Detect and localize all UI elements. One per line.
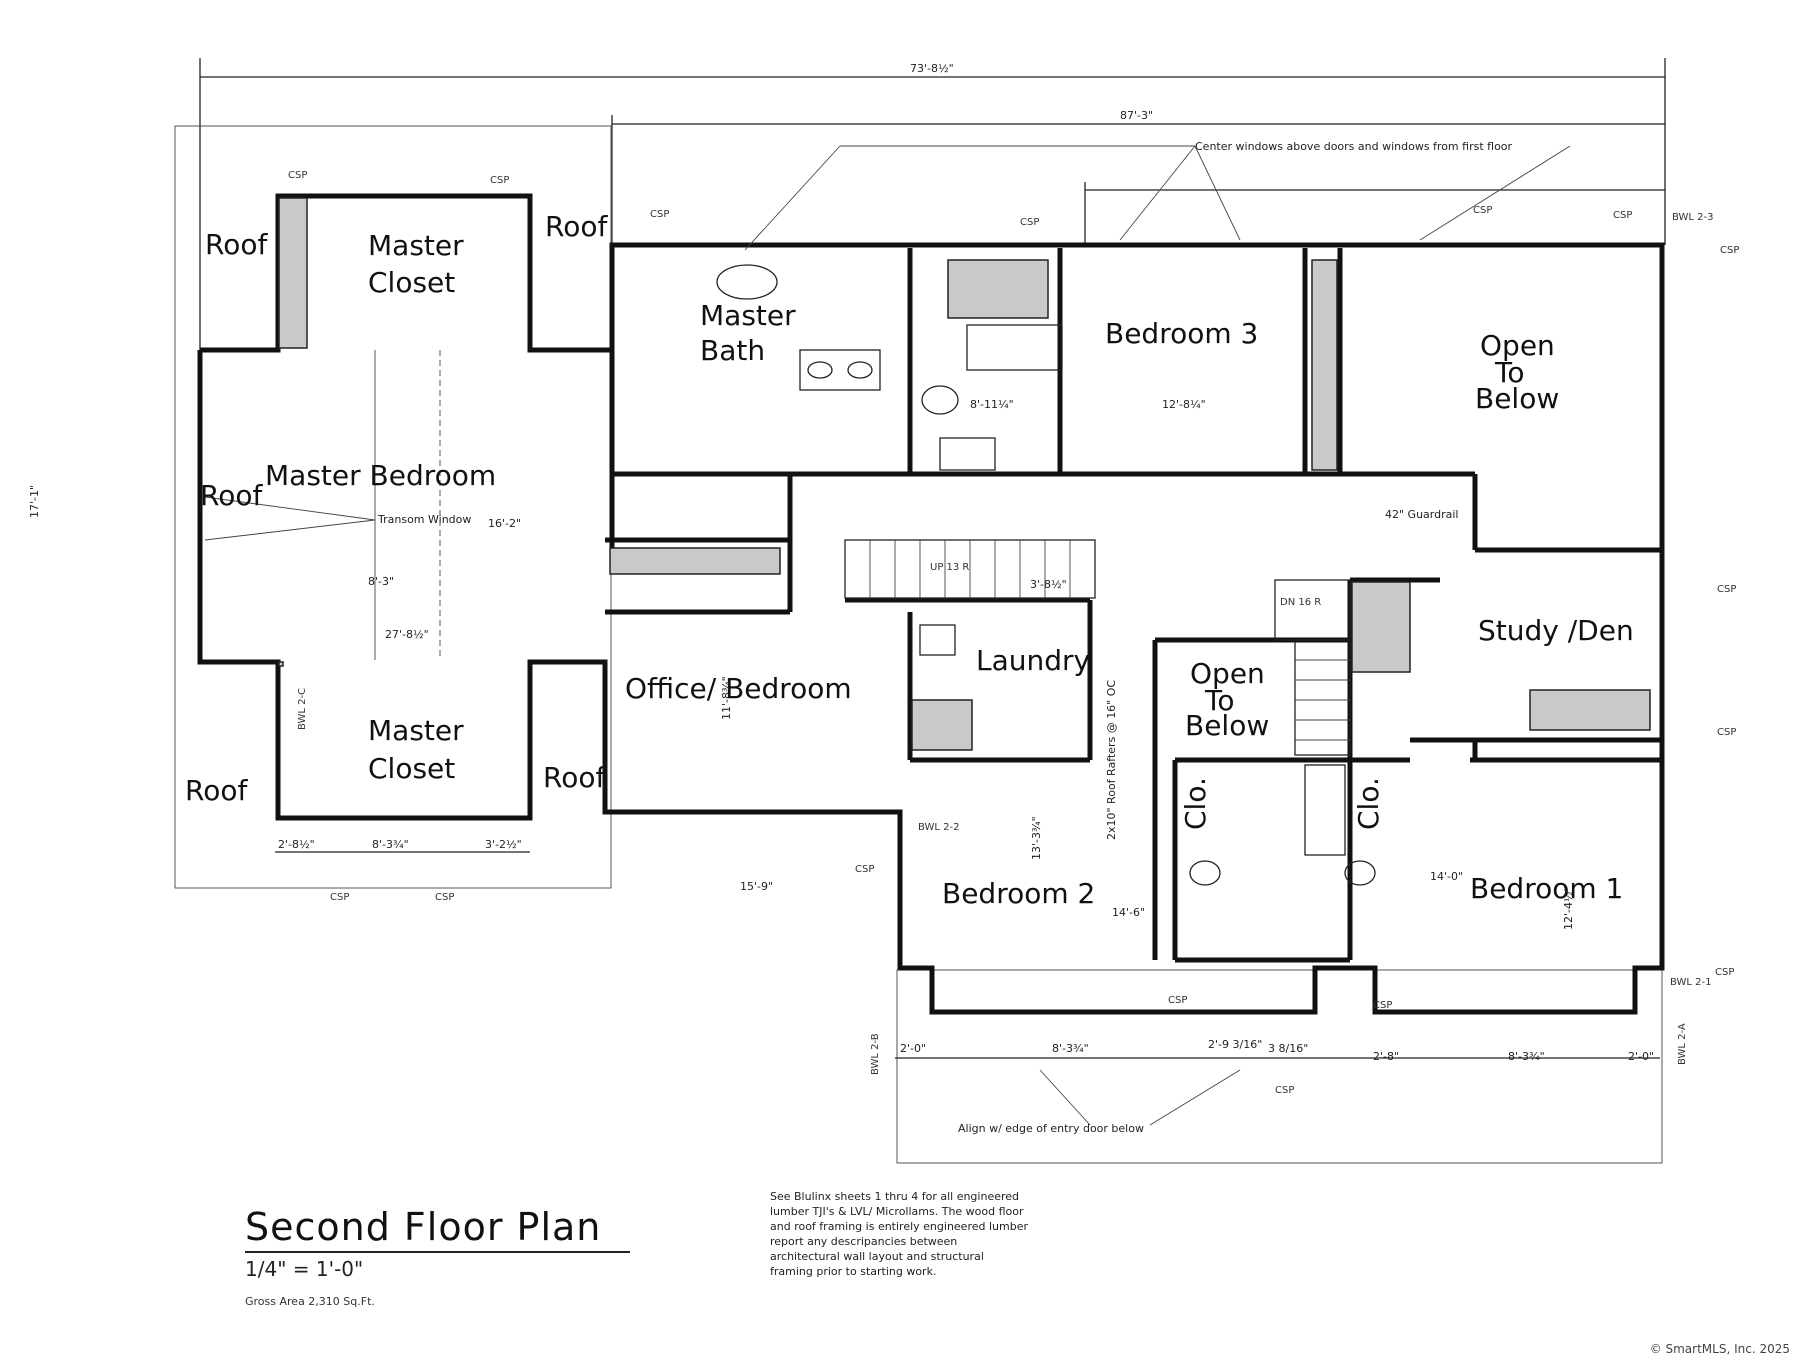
dim-bot-3: 2'-9 3/16" <box>1208 1038 1262 1051</box>
dim-bot-7: 2'-0" <box>1628 1050 1654 1063</box>
dim-bedroom3-w: 12'-8¼" <box>1162 398 1206 411</box>
dim-bed2-w: 14'-6" <box>1112 906 1145 919</box>
room-open-below-mid-2: To <box>1204 684 1234 717</box>
csp-8: CSP <box>1717 584 1736 595</box>
bwl-2-1: BWL 2-1 <box>1670 977 1711 988</box>
csp-5: CSP <box>1473 205 1492 216</box>
room-clo-2: Clo. <box>1352 777 1385 830</box>
bwl-2-b: BWL 2-B <box>870 1033 881 1075</box>
room-open-below-top-1: Open <box>1480 329 1555 362</box>
interior-walls <box>605 248 1662 963</box>
bath-fixtures <box>716 264 1376 886</box>
csp-15: CSP <box>1275 1085 1294 1096</box>
copyright: © SmartMLS, Inc. 2025 <box>1649 1342 1790 1356</box>
roof-label-5: Roof <box>543 761 606 794</box>
overall-width-dim: 73'-8½" <box>910 62 954 75</box>
csp-12: CSP <box>855 864 874 875</box>
note-guardrail: 42" Guardrail <box>1385 508 1458 521</box>
dim-bot-6: 8'-3¾" <box>1508 1050 1545 1063</box>
room-bedroom-3: Bedroom 3 <box>1105 317 1258 350</box>
csp-11: CSP <box>435 892 454 903</box>
dim-bot-1: 2'-0" <box>900 1042 926 1055</box>
stairs: UP 13 R DN 16 R <box>844 539 1351 756</box>
room-clo-1: Clo. <box>1179 777 1212 830</box>
bwl-2-2: BWL 2-2 <box>918 822 959 833</box>
room-master-closet-bot-1: Master <box>368 714 464 747</box>
annotations: Center windows above doors and windows f… <box>288 140 1739 1135</box>
dim-office-d: 11'-8¾" <box>720 676 733 720</box>
dim-closet-w: 8'-3¾" <box>372 838 409 851</box>
master-bedroom-window-lines <box>204 350 441 660</box>
room-bedroom-1: Bedroom 1 <box>1470 872 1623 905</box>
dim-bed1-w: 14'-0" <box>1430 870 1463 883</box>
dim-bath-w: 8'-11¼" <box>970 398 1014 411</box>
dim-master-bed-depth: 8'-3" <box>368 575 394 588</box>
dim-closet-l: 2'-8½" <box>278 838 315 851</box>
csp-2: CSP <box>490 175 509 186</box>
csp-7: CSP <box>1720 245 1739 256</box>
upper-width-dim: 87'-3" <box>1120 109 1153 122</box>
stair-up-label: UP 13 R <box>930 562 969 573</box>
csp-9: CSP <box>1717 727 1736 738</box>
dim-bot-2: 8'-3¾" <box>1052 1042 1089 1055</box>
dim-bed2-d: 13'-3¾" <box>1030 816 1043 860</box>
note-transom: Transom Window <box>377 513 471 526</box>
dimension-labels: 17'-1" 27'-8½" 8'-3" 16'-2" 12'-8¼" 11'-… <box>28 398 1660 1063</box>
top-dimension-lines: 73'-8½" 87'-3" <box>199 58 1666 350</box>
room-study-den: Study /Den <box>1478 614 1634 647</box>
dim-bot-4: 3 8/16" <box>1268 1042 1308 1055</box>
roof-label-3: Roof <box>200 479 263 512</box>
roof-labels: Roof Roof Roof Roof Roof <box>185 210 608 807</box>
bwl-2-c: BWL 2-C <box>297 688 308 730</box>
dim-bed1-d: 12'-4½" <box>1562 886 1575 930</box>
room-open-below-top-2: To <box>1494 356 1524 389</box>
room-master-closet-top-1: Master <box>368 229 464 262</box>
csp-10: CSP <box>330 892 349 903</box>
roof-label-4: Roof <box>185 774 248 807</box>
csp-4: CSP <box>1020 217 1039 228</box>
dim-master-bed-width: 27'-8½" <box>385 628 429 641</box>
roof-label-1: Roof <box>205 228 268 261</box>
roof-label-2: Roof <box>545 210 608 243</box>
room-open-below-top-3: Below <box>1475 382 1559 415</box>
note-align: Align w/ edge of entry door below <box>958 1122 1144 1135</box>
title-block: Second Floor Plan 1/4" = 1'-0" Gross Are… <box>245 1205 630 1308</box>
exterior-walls <box>197 193 1665 1015</box>
engineering-note: See Blulinx sheets 1 thru 4 for all engi… <box>770 1190 1028 1278</box>
note-roof-rafters: 2x10" Roof Rafters @ 16" OC <box>1105 680 1118 840</box>
room-bedroom-2: Bedroom 2 <box>942 877 1095 910</box>
room-open-below-mid-1: Open <box>1190 657 1265 690</box>
dim-master-bed-h: 16'-2" <box>488 517 521 530</box>
csp-14: CSP <box>1373 1000 1392 1011</box>
dim-bot-5: 2'-8" <box>1373 1050 1399 1063</box>
csp-1: CSP <box>288 170 307 181</box>
stair-dn-label: DN 16 R <box>1280 597 1321 608</box>
note-center-windows: Center windows above doors and windows f… <box>1195 140 1513 153</box>
csp-3: CSP <box>650 209 669 220</box>
room-labels: Master Closet Master Bath Bedroom 3 Open… <box>265 229 1634 910</box>
dim-left-height: 17'-1" <box>28 485 41 518</box>
bwl-2-a: BWL 2-A <box>1677 1023 1688 1065</box>
room-master-bedroom: Master Bedroom <box>265 459 496 492</box>
room-office-bedroom: Office/ Bedroom <box>625 672 852 705</box>
room-laundry: Laundry <box>976 644 1090 677</box>
room-master-bath-1: Master <box>700 299 796 332</box>
room-master-closet-top-2: Closet <box>368 266 455 299</box>
dim-left-wing: 15'-9" <box>740 880 773 893</box>
title-underline <box>245 1251 630 1253</box>
plan-scale: 1/4" = 1'-0" <box>245 1257 364 1281</box>
gross-area: Gross Area 2,310 Sq.Ft. <box>245 1295 375 1308</box>
csp-6: CSP <box>1613 210 1632 221</box>
dim-stair-w: 3'-8½" <box>1030 578 1067 591</box>
room-master-bath-2: Bath <box>700 334 765 367</box>
bwl-2-3: BWL 2-3 <box>1672 212 1713 223</box>
room-open-below-mid-3: Below <box>1185 709 1269 742</box>
dim-closet-r: 3'-2½" <box>485 838 522 851</box>
room-master-closet-bot-2: Closet <box>368 752 455 785</box>
plan-title: Second Floor Plan <box>245 1205 602 1249</box>
csp-13: CSP <box>1168 995 1187 1006</box>
csp-16: CSP <box>1715 967 1734 978</box>
